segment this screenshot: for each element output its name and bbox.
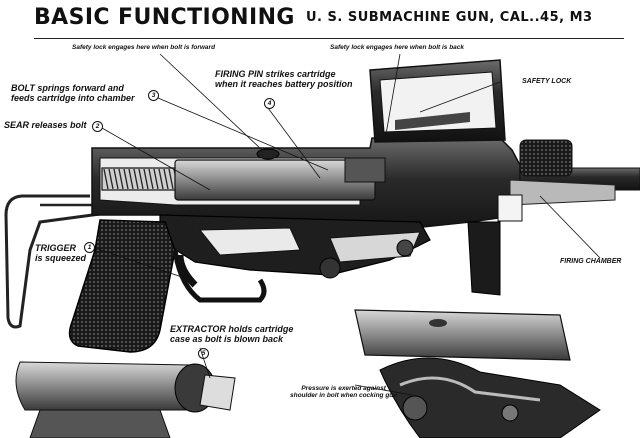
callout-safety-back: Safety lock engages here when bolt is ba… [330, 44, 465, 51]
spring-coil [168, 168, 174, 190]
callout-pressure-line2: shoulder in bolt when cocking gun [290, 392, 398, 399]
callout-pressure: Pressure is exerted against shoulder in … [290, 385, 397, 399]
callout-firing-pin-line2: when it reaches battery position [215, 79, 353, 89]
callout-pressure-line1: Pressure is exerted against [301, 385, 386, 392]
callout-firing-pin: FIRING PIN strikes cartridge when it rea… [215, 69, 353, 89]
title-rule [34, 38, 624, 39]
callout-trigger: TRIGGER is squeezed [35, 243, 86, 263]
spring-coil [163, 168, 169, 190]
callout-number-1: 1 [84, 242, 95, 253]
spring-coil [143, 168, 149, 190]
callout-firing-pin-line1: FIRING PIN strikes cartridge [215, 69, 336, 79]
callout-bolt: BOLT springs forward and feeds cartridge… [11, 83, 135, 103]
pistol-grip [68, 219, 267, 353]
callout-firing-chamber: FIRING CHAMBER [560, 258, 622, 265]
page-subtitle: U. S. SUBMACHINE GUN, CAL..45, M3 [306, 10, 593, 25]
spring-coil [103, 168, 109, 190]
magazine [467, 221, 501, 296]
callout-number-5: 5 [198, 348, 209, 359]
spring-coil [148, 168, 154, 190]
leader-lines [94, 53, 601, 396]
spring-coil [128, 168, 134, 190]
callout-safety-forward: Safety lock engages here when bolt is fo… [72, 44, 216, 51]
callout-trigger-line2: is squeezed [35, 253, 87, 263]
spring-coil [108, 168, 114, 190]
callout-number-3: 3 [148, 90, 159, 101]
callout-safety-lock: SAFETY LOCK [522, 78, 572, 85]
callout-extractor-line2: case as bolt is blown back [170, 334, 284, 344]
bolt-detail-lower-right [354, 309, 601, 438]
callout-number-2: 2 [92, 121, 103, 132]
callout-bolt-line1: BOLT springs forward and [11, 83, 124, 93]
spring-coil [118, 168, 124, 190]
extractor-detail-lower-left [15, 361, 236, 438]
spring-coil [123, 168, 129, 190]
callout-extractor: EXTRACTOR holds cartridge case as bolt i… [170, 324, 293, 344]
trigger-housing [159, 214, 431, 279]
callout-number-4: 4 [264, 98, 275, 109]
callout-trigger-line1: TRIGGER [35, 243, 77, 253]
spring-coil [113, 168, 119, 190]
callout-sear: SEAR releases bolt [4, 120, 87, 130]
spring-coil [133, 168, 139, 190]
page-title: BASIC FUNCTIONING [34, 5, 295, 30]
callout-bolt-line2: feeds cartridge into chamber [11, 93, 135, 103]
ejection-cover [369, 59, 506, 143]
spring-coil [153, 168, 159, 190]
spring-coil [158, 168, 164, 190]
barrel [497, 139, 640, 222]
spring-coil [138, 168, 144, 190]
callout-extractor-line1: EXTRACTOR holds cartridge [170, 324, 294, 334]
bolt [174, 148, 386, 201]
